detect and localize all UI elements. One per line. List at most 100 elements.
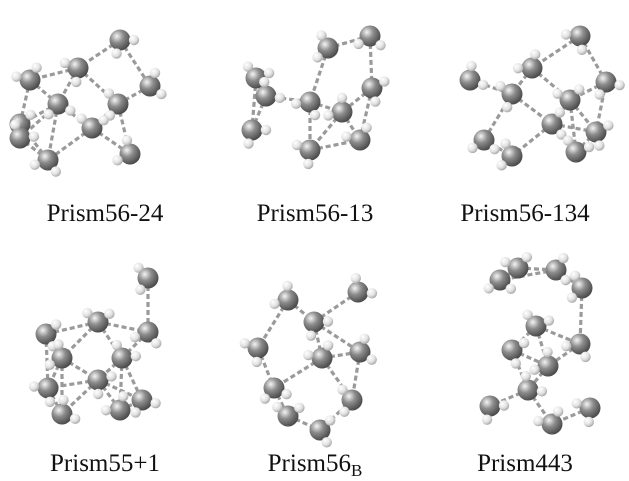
hydrogen-atom: [467, 142, 478, 154]
oxygen-atom: [359, 25, 381, 47]
hydrogen-bond: [19, 136, 49, 162]
hydrogen-atom: [552, 406, 564, 417]
oxygen-atom: [565, 141, 587, 163]
water-molecule: [130, 389, 161, 418]
hydrogen-bond: [120, 330, 150, 360]
hydrogen-atom: [294, 402, 305, 414]
hydrogen-atom: [303, 158, 314, 170]
oxygen-atom: [545, 259, 567, 281]
oxygen-atom: [299, 139, 321, 161]
oxygen-atom: [139, 75, 161, 97]
hydrogen-atom: [149, 67, 161, 79]
hydrogen-atom: [312, 52, 323, 63]
water-molecule: [51, 394, 81, 425]
hydrogen-atom: [50, 166, 62, 177]
hydrogen-atom: [112, 155, 123, 166]
hydrogen-atom: [135, 284, 146, 295]
hydrogen-atom: [128, 34, 140, 46]
oxygen-atom: [349, 341, 371, 363]
oxygen-atom: [9, 127, 31, 149]
water-molecule: [496, 138, 523, 171]
hydrogen-atom: [69, 413, 81, 425]
oxygen-atom: [303, 311, 325, 333]
hydrogen-atom: [59, 57, 71, 69]
hydrogen-atom: [98, 115, 109, 126]
hydrogen-atom: [282, 280, 293, 292]
hydrogen-atom: [272, 401, 283, 413]
caption-text: Prism443: [477, 450, 573, 477]
water-molecule: [522, 309, 555, 337]
caption-prism56-24: Prism56-24: [0, 200, 210, 228]
hydrogen-atom: [379, 76, 390, 87]
hydrogen-atom: [150, 397, 161, 409]
oxygen-atom: [137, 267, 159, 289]
oxygen-atom: [347, 281, 369, 303]
hydrogen-bond: [517, 266, 557, 272]
hydrogen-atom: [556, 129, 567, 140]
oxygen-atom: [501, 83, 523, 105]
hydrogen-atom: [44, 359, 55, 370]
water-cluster-prism56-13: [241, 25, 390, 170]
caption-prism56-13: Prism56-13: [210, 200, 420, 228]
hydrogen-atom: [594, 140, 605, 151]
water-molecule: [312, 30, 339, 63]
hydrogen-atom: [259, 393, 271, 404]
water-molecule: [483, 269, 517, 295]
hydrogen-atom: [500, 138, 511, 149]
hydrogen-atom: [325, 415, 336, 426]
oxygen-atom: [263, 377, 285, 399]
hydrogen-atom: [560, 340, 572, 352]
hydrogen-atom: [489, 143, 500, 155]
water-molecule: [82, 307, 115, 333]
oxygen-atom: [541, 413, 563, 435]
hydrogen-atom: [339, 406, 350, 417]
water-molecule: [103, 88, 129, 121]
hydrogen-atom: [366, 288, 378, 299]
hydrogen-atom: [242, 61, 254, 72]
hydrogen-atom: [28, 381, 40, 392]
hydrogen-atom: [375, 39, 386, 51]
hydrogen-atom: [31, 62, 42, 73]
hydrogen-atom: [536, 386, 548, 397]
caption-prism443: Prism443: [420, 450, 629, 478]
hydrogen-atom: [542, 346, 553, 358]
hydrogen-atom: [583, 416, 594, 428]
oxygen-atom: [51, 347, 73, 369]
oxygen-atom: [131, 389, 153, 411]
hydrogen-atom: [510, 358, 521, 369]
water-molecule: [129, 321, 162, 349]
oxygen-atom: [579, 397, 601, 419]
oxygen-atom: [51, 403, 73, 425]
hydrogen-atom: [259, 76, 270, 88]
water-molecule: [109, 29, 140, 59]
water-molecule: [309, 415, 336, 448]
caption-text: Prism55+1: [50, 450, 160, 477]
hydrogen-atom: [560, 29, 572, 40]
hydrogen-atom: [322, 340, 334, 351]
hydrogen-atom: [341, 131, 352, 142]
water-molecule: [87, 369, 117, 400]
hydrogen-atom: [263, 67, 275, 79]
hydrogen-atom: [51, 319, 62, 330]
hydrogen-atom: [10, 119, 21, 131]
hydrogen-atom: [336, 92, 348, 104]
hydrogen-atom: [100, 405, 112, 416]
oxygen-atom: [81, 117, 103, 139]
hydrogen-atom: [71, 76, 82, 88]
water-molecule: [239, 337, 269, 368]
hydrogen-atom: [533, 415, 544, 427]
panel-prism56-134: Prism56-134: [420, 0, 629, 240]
water-molecule: [495, 80, 523, 113]
hydrogen-atom: [111, 339, 122, 351]
oxygen-atom: [277, 289, 299, 311]
hydrogen-atom: [522, 309, 533, 321]
oxygen-atom: [137, 321, 159, 343]
oxygen-atom: [111, 347, 133, 369]
caption-text: Prism56-13: [256, 200, 374, 227]
water-molecule: [241, 119, 272, 149]
oxygen-atom: [299, 91, 321, 113]
water-molecule: [290, 91, 321, 121]
oxygen-atom: [119, 143, 141, 165]
water-molecule: [133, 262, 159, 295]
